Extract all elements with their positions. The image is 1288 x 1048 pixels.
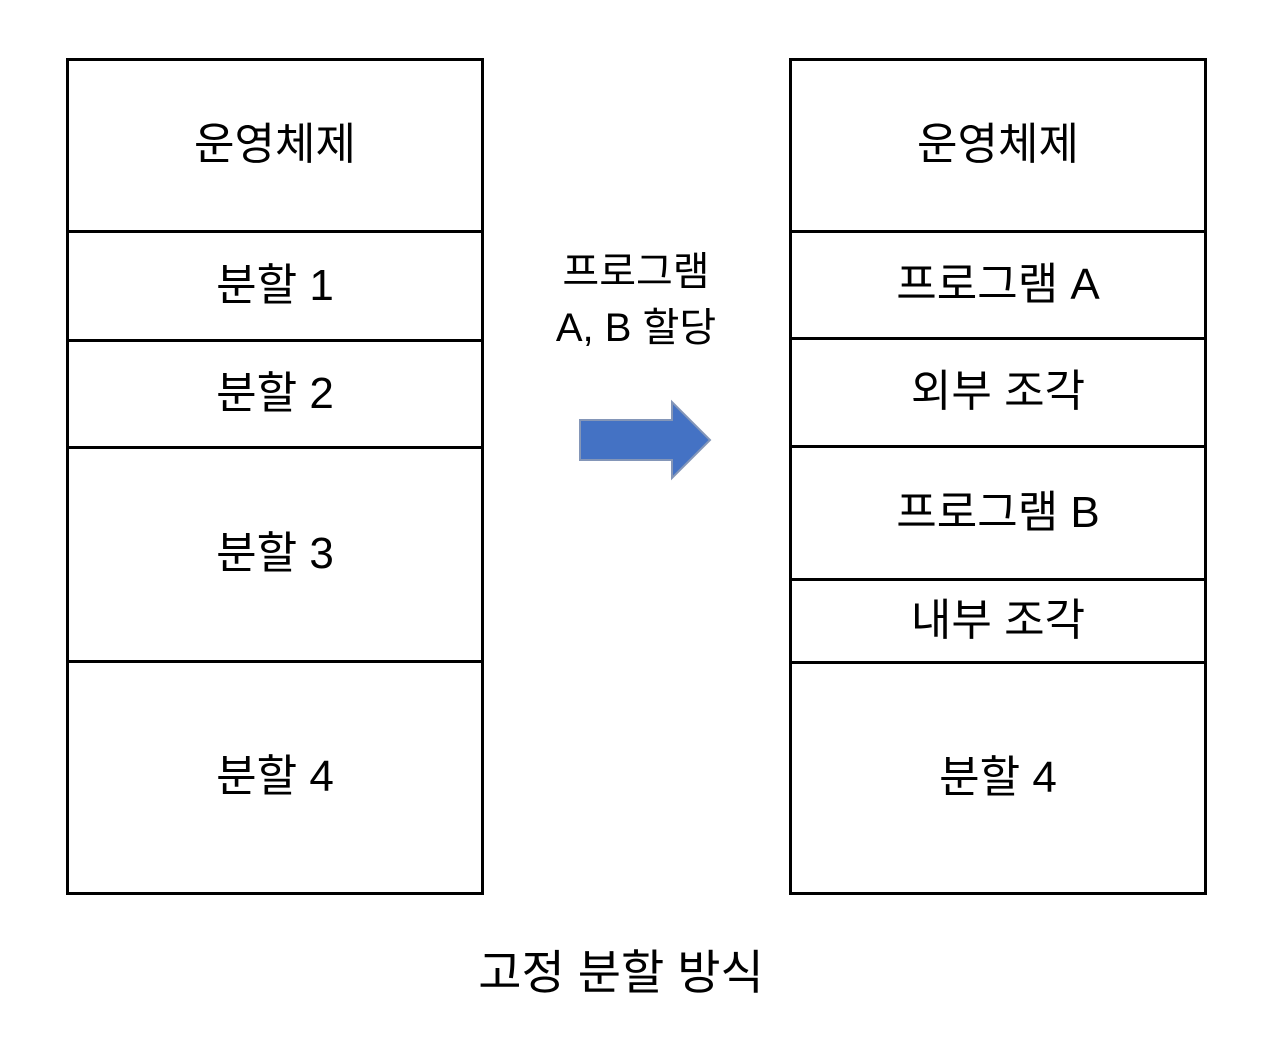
memory-column-after: 운영체제 프로그램 A 외부 조각 프로그램 B 내부 조각 분할 4: [789, 58, 1207, 895]
cell-os: 운영체제: [792, 61, 1204, 233]
cell-partition-4: 분할 4: [939, 752, 1057, 802]
cell-partition-4: 분할 4: [216, 752, 334, 802]
cell-partition-3: 분할 3: [69, 449, 481, 663]
memory-column-before: 운영체제 분할 1 분할 2 분할 3 분할 4: [66, 58, 484, 895]
cell-program-a: 프로그램 A: [792, 233, 1204, 340]
cell-program-b: 프로그램 B: [792, 448, 1204, 581]
annotation-line-1: 프로그램: [562, 250, 710, 294]
annotation-line-2: A, B 할당: [555, 306, 717, 350]
allocation-annotation: 프로그램 A, B 할당: [506, 244, 766, 356]
right-arrow-icon: [579, 399, 712, 481]
right-arrow-shape: [579, 399, 712, 481]
diagram-caption: 고정 분할 방식: [478, 946, 764, 999]
cell-internal-fragment: 내부 조각: [792, 581, 1204, 664]
cell-os: 운영체제: [69, 61, 481, 233]
cell-partition-1: 분할 1: [69, 233, 481, 342]
cell-external-fragment: 외부 조각: [792, 340, 1204, 448]
cell-partition-2: 분할 2: [69, 342, 481, 449]
